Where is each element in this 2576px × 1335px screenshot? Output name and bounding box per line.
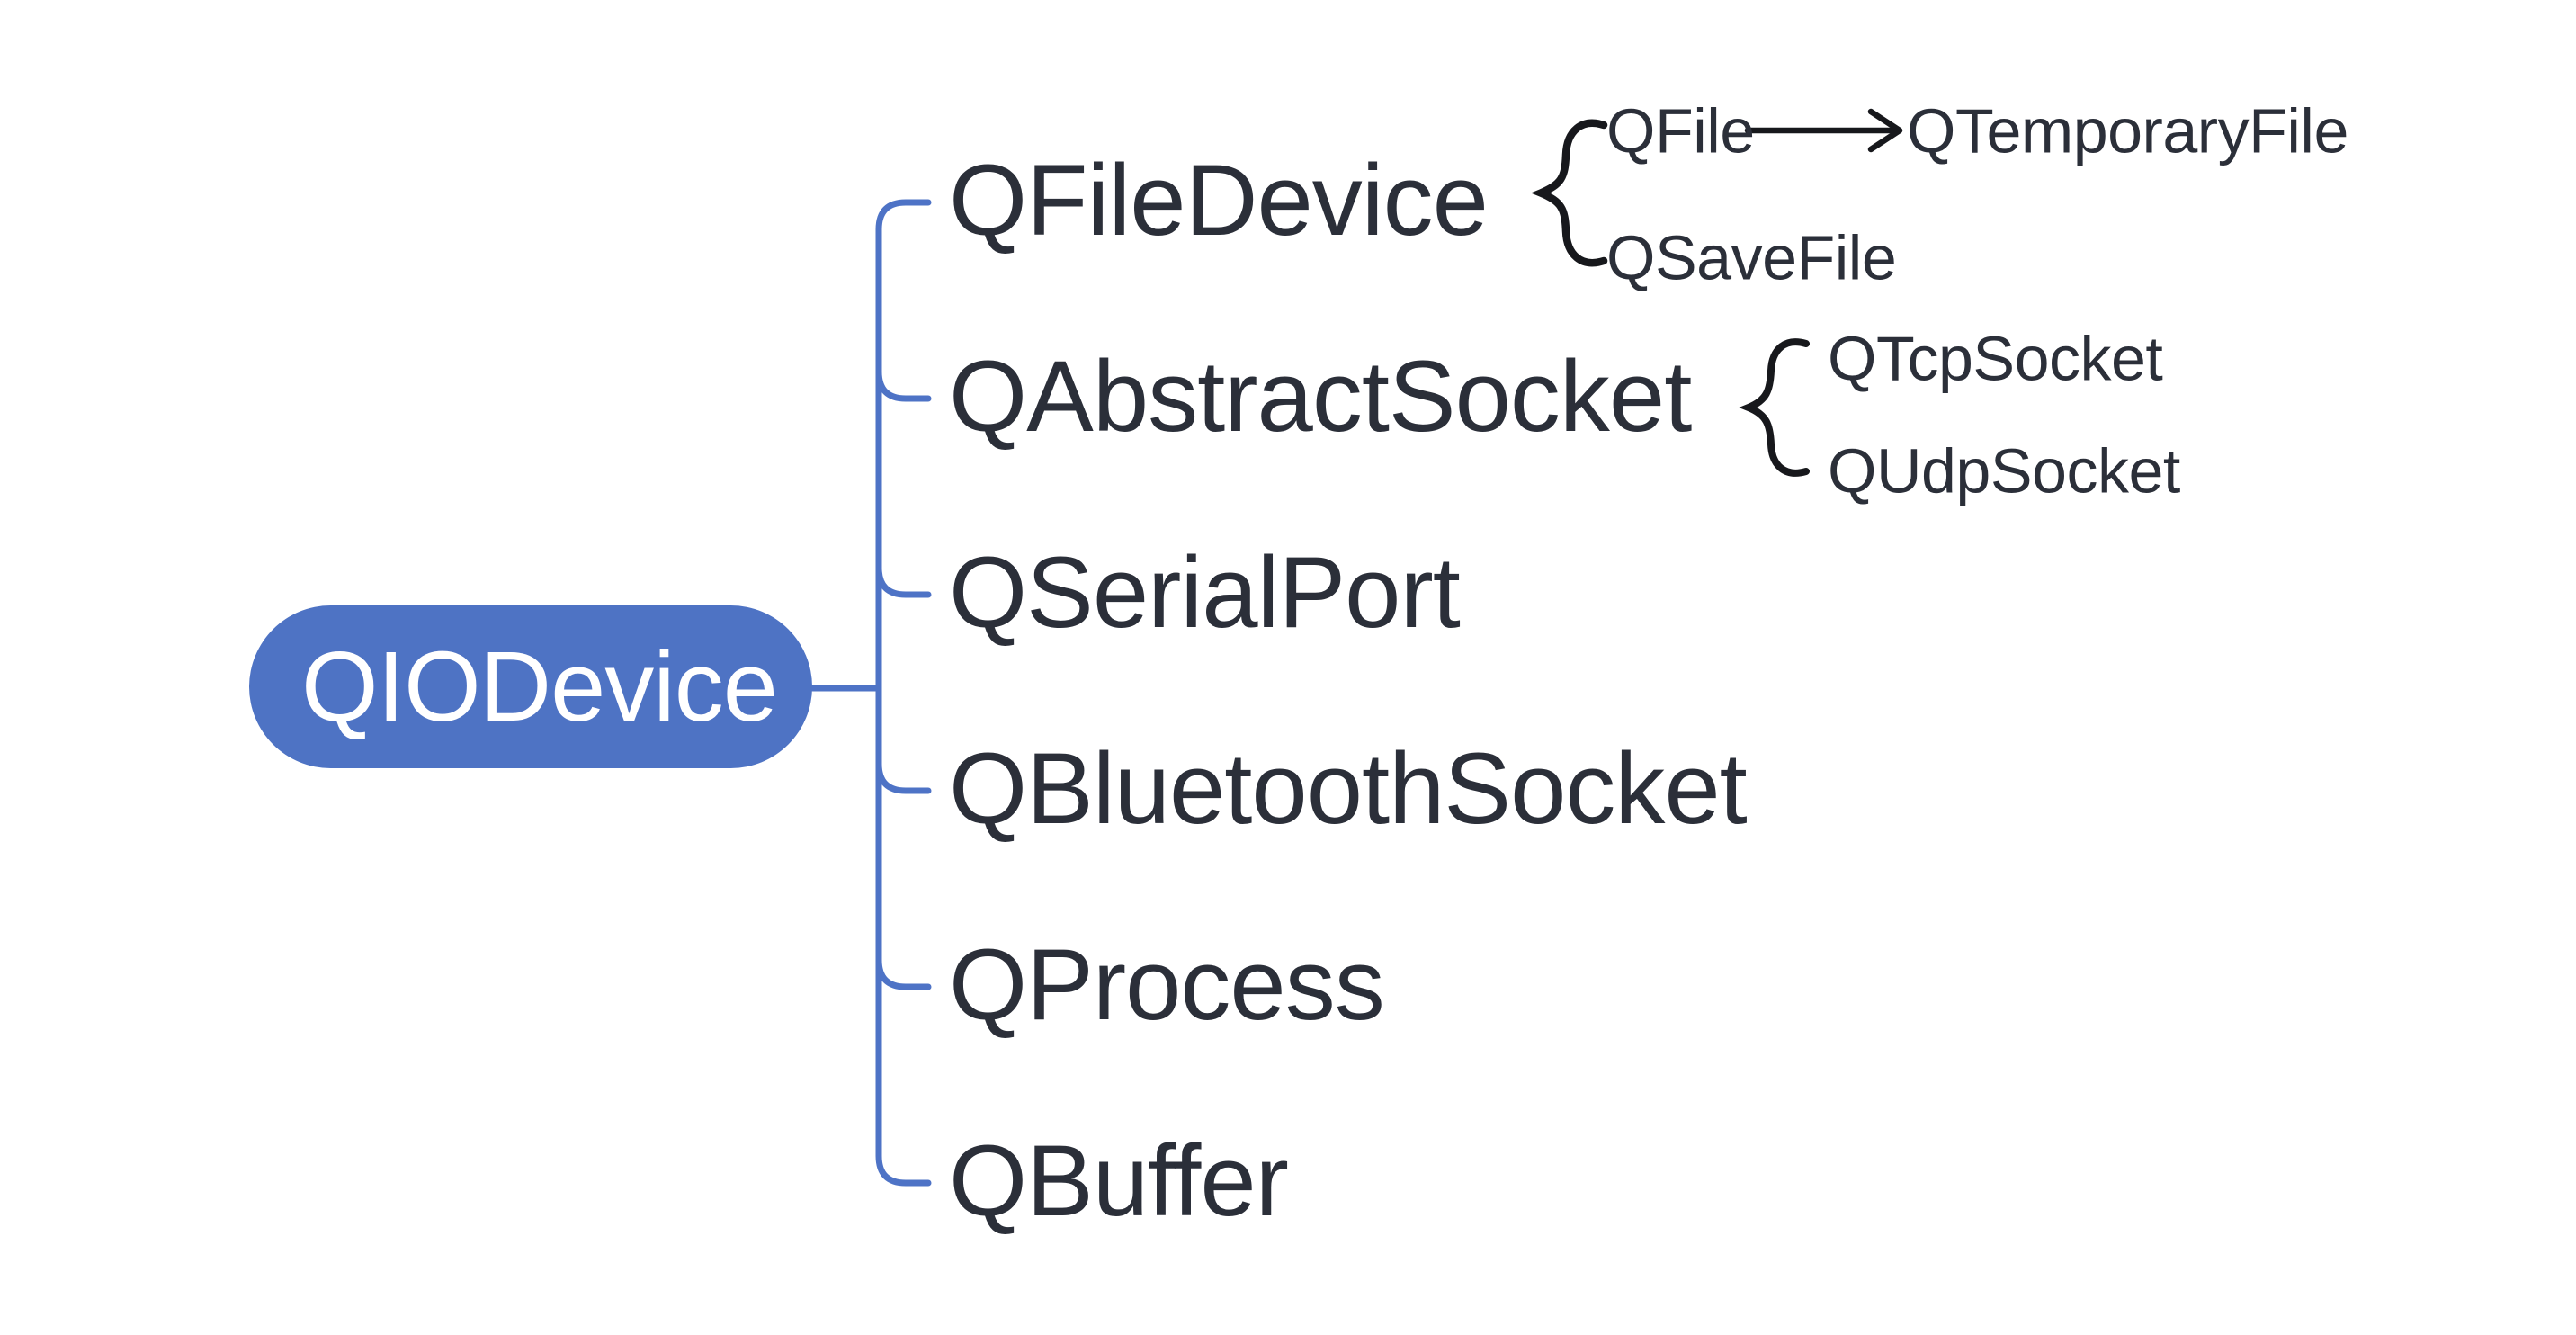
node-qbuffer: QBuffer (949, 1124, 1289, 1237)
curly-brace-qfiledevice (1530, 119, 1608, 267)
tree-trunk-line (875, 199, 932, 1187)
node-qudpsocket: QUdpSocket (1828, 435, 2180, 506)
branch-line-qserialport (875, 564, 932, 598)
node-qtcpsocket: QTcpSocket (1828, 323, 2163, 394)
node-qsavefile: QSaveFile (1606, 222, 1897, 293)
branch-line-qbluetoothsocket (875, 760, 932, 794)
node-qfiledevice: QFileDevice (949, 143, 1489, 256)
arrow-qfile-to-qtemporaryfile (1744, 108, 1903, 153)
curly-brace-qabstractsocket (1739, 338, 1810, 477)
node-qiodevice: QIODevice (249, 605, 812, 768)
node-qtemporaryfile: QTemporaryFile (1907, 95, 2348, 166)
node-qfile: QFile (1606, 95, 1755, 166)
node-qbluetoothsocket: QBluetoothSocket (949, 731, 1748, 845)
node-qiodevice-label: QIODevice (301, 632, 778, 742)
node-qserialport: QSerialPort (949, 535, 1461, 649)
branch-line-qprocess (875, 956, 932, 990)
node-qabstractsocket: QAbstractSocket (949, 339, 1692, 452)
branch-line-qabstractsocket (875, 368, 932, 402)
node-qprocess: QProcess (949, 927, 1385, 1041)
